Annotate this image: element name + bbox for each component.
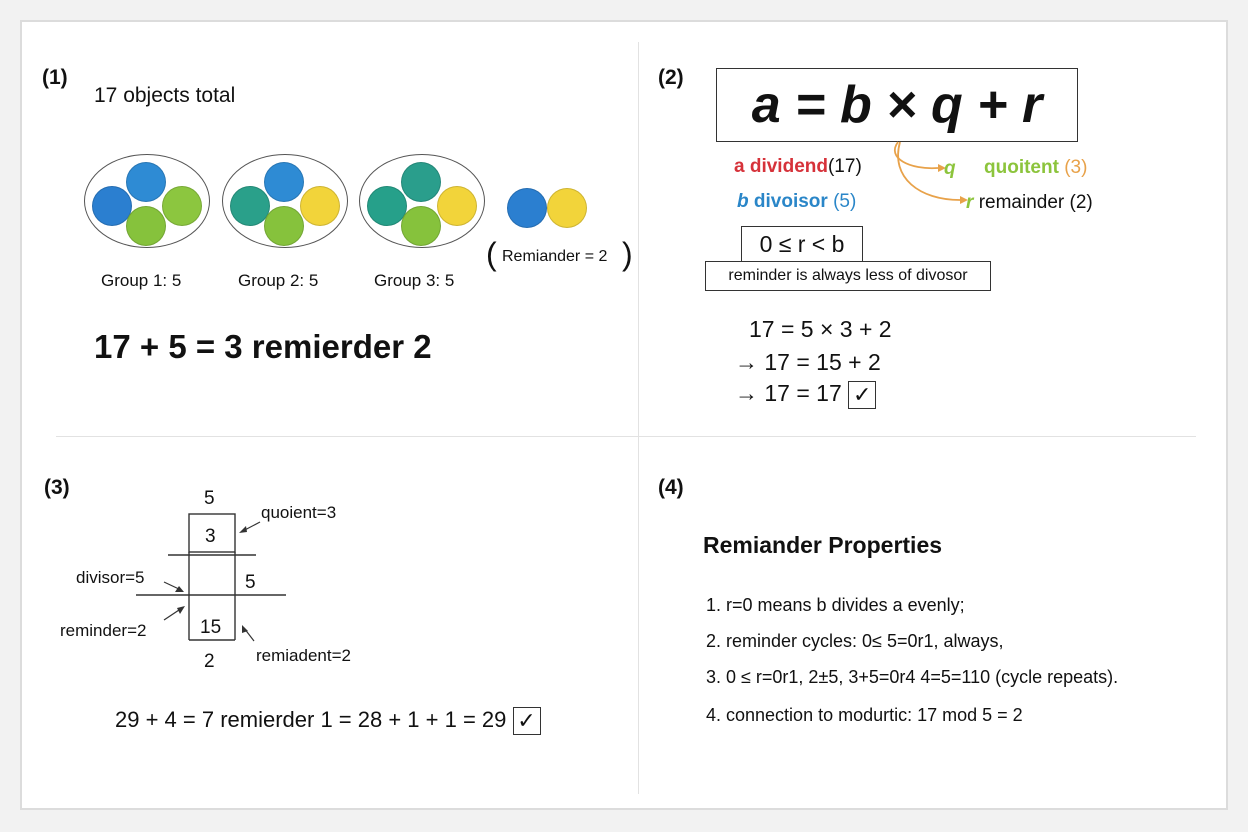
objects-total-label: 17 objects total bbox=[94, 84, 236, 107]
property-item-3: 3. 0 ≤ r=0r1, 2±5, 3+5=0r4 4=5=110 (cycl… bbox=[706, 667, 1119, 687]
formula-box: a = b × q + r bbox=[716, 68, 1078, 142]
remainder-paren-open: ( bbox=[486, 236, 497, 272]
group-3-ball-4 bbox=[401, 206, 441, 246]
panel-3-equation-row: 29 + 4 = 7 remierder 1 = 28 + 1 + 1 = 29… bbox=[115, 707, 541, 736]
horizontal-divider bbox=[56, 436, 1196, 437]
reminder-note: reminder=2 bbox=[60, 621, 147, 640]
group-2-oval bbox=[222, 154, 348, 248]
quotient-pointer-head bbox=[239, 526, 247, 533]
group-2-ball-3 bbox=[300, 186, 340, 226]
long-division-lines bbox=[136, 513, 286, 642]
division-cell-bottom-number: 15 bbox=[200, 617, 222, 638]
group-3-ball-3 bbox=[437, 186, 477, 226]
divisor-value: (5) bbox=[833, 191, 857, 212]
inequality-note: reminder is always less of divosor bbox=[705, 261, 991, 291]
group-3-label: Group 3: 5 bbox=[374, 271, 455, 290]
group-1-label: Group 1: 5 bbox=[101, 271, 182, 290]
property-item-2: 2. reminder cycles: 0≤ 5=0r1, always, bbox=[706, 631, 1004, 651]
group-3-oval bbox=[359, 154, 485, 248]
panel-2-number: (2) bbox=[658, 66, 684, 89]
property-item-1: 1. r=0 means b divides a evenly; bbox=[706, 595, 965, 615]
group-3-ball-2 bbox=[367, 186, 407, 226]
property-item-4: 4. connection to modurtic: 17 mod 5 = 2 bbox=[706, 705, 1023, 725]
panel-4-number: (4) bbox=[658, 476, 684, 499]
division-right-number: 5 bbox=[245, 572, 256, 593]
dividend-word: dividend bbox=[749, 156, 828, 177]
group-1-oval bbox=[84, 154, 210, 248]
quotient-arrow bbox=[894, 141, 939, 170]
legend-arrows bbox=[894, 141, 968, 204]
group-1-ball-1 bbox=[126, 162, 166, 202]
panel-3-number: (3) bbox=[44, 476, 70, 499]
dividend-value: (17) bbox=[827, 156, 862, 177]
group-2-ball-2 bbox=[230, 186, 270, 226]
quotient-legend: quoitent (3) bbox=[984, 157, 1087, 179]
divisor-word: divoisor bbox=[753, 191, 828, 212]
quotient-word: quoitent bbox=[984, 157, 1059, 178]
group-2-ball-1 bbox=[264, 162, 304, 202]
dividend-symbol: a bbox=[734, 156, 745, 177]
division-bottom-number: 2 bbox=[204, 651, 215, 672]
remiadent-pointer-head bbox=[242, 625, 248, 633]
remainder-arrowhead bbox=[960, 196, 968, 204]
group-1-ball-3 bbox=[162, 186, 202, 226]
check-line-1: 17 = 5 × 3 + 2 bbox=[749, 316, 892, 342]
remainder-ball-1 bbox=[507, 188, 547, 228]
vertical-divider bbox=[638, 42, 639, 794]
panel-3-checkmark-box: ✓ bbox=[512, 707, 541, 736]
quotient-cell-number: 3 bbox=[205, 526, 216, 547]
panel-1-equation: 17 + 5 = 3 remierder 2 bbox=[94, 328, 432, 365]
divisor-legend: b divoisor (5) bbox=[737, 191, 856, 213]
group-3-ball-1 bbox=[401, 162, 441, 202]
worksheet bbox=[20, 20, 1228, 810]
check-line-3: → 17 = 17 bbox=[735, 380, 842, 406]
divisor-pointer-head bbox=[175, 586, 184, 592]
remainder-ball-2 bbox=[547, 188, 587, 228]
remainder-word: remainder (2) bbox=[978, 192, 1093, 213]
division-top-number: 5 bbox=[204, 488, 215, 509]
check-line-3-row: → 17 = 17 ✓ bbox=[735, 380, 877, 409]
quotient-symbol: q bbox=[944, 158, 956, 179]
group-2-ball-4 bbox=[264, 206, 304, 246]
inequality-box: 0 ≤ r < b bbox=[741, 226, 863, 262]
group-1-ball-2 bbox=[92, 186, 132, 226]
check-line-2: → 17 = 15 + 2 bbox=[735, 349, 881, 375]
remainder-symbol: r bbox=[966, 192, 974, 213]
remainder-label: Remiander = 2 bbox=[502, 248, 608, 265]
reminder-pointer-head bbox=[177, 606, 185, 614]
checkmark-box: ✓ bbox=[848, 380, 877, 409]
group-1-ball-4 bbox=[126, 206, 166, 246]
divisor-symbol: b bbox=[737, 191, 749, 212]
group-2-label: Group 2: 5 bbox=[238, 271, 319, 290]
panel-3-equation: 29 + 4 = 7 remierder 1 = 28 + 1 + 1 = 29 bbox=[115, 707, 507, 732]
remainder-paren-close: ) bbox=[622, 236, 633, 272]
quotient-cell bbox=[188, 513, 236, 553]
quotient-value: (3) bbox=[1064, 157, 1088, 178]
divisor-note: divisor=5 bbox=[76, 568, 145, 587]
panel-1-number: (1) bbox=[42, 66, 68, 89]
quotient-note: quoient=3 bbox=[261, 503, 337, 522]
remiadent-note: remiadent=2 bbox=[256, 646, 351, 665]
division-formula: a = b × q + r bbox=[751, 76, 1043, 134]
remainder-legend: r remainder (2) bbox=[966, 192, 1093, 214]
properties-title: Remiander Properties bbox=[703, 532, 943, 558]
remainder-arrow bbox=[897, 141, 961, 201]
quotient-arrowhead bbox=[938, 164, 946, 172]
dividend-legend: a dividend(17) bbox=[734, 156, 862, 178]
